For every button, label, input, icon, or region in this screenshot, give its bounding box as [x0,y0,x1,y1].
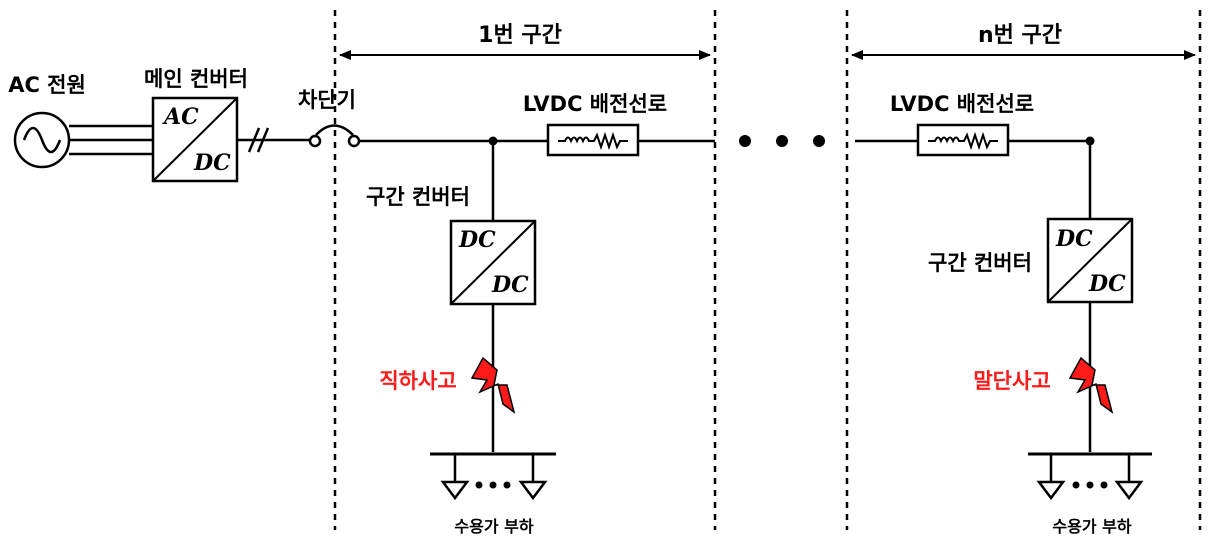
dc-slash-icon [247,127,270,153]
ground-icon [1036,454,1066,501]
section-converter-box: DC DC [1046,217,1134,304]
ac-source-icon [13,111,71,169]
ac-source-label: AC 전원 [8,73,86,97]
lightning-icon [470,356,516,414]
section-converter-box: DC DC [449,219,537,306]
impedance-icon [916,123,1010,157]
main-converter-box: AC DC [151,96,239,183]
fault-end-label: 말단사고 [973,369,1050,393]
converter-input-label: DC [1055,226,1093,252]
section-n-label: n번 구간 [978,23,1062,48]
ellipsis-dot [739,135,751,147]
converter-input-label: DC [458,227,496,253]
converter-output-label: DC [193,150,231,176]
load-label: 수용가 부하 [1052,517,1131,536]
ellipsis-dot [813,135,825,147]
ellipsis-dot [489,481,497,489]
line-label: LVDC 배전선로 [523,92,667,116]
ellipsis-dot [1086,481,1094,489]
impedance-icon [546,123,640,157]
fault-direct-label: 직하사고 [379,369,456,393]
ellipsis-dot [503,481,511,489]
load-label: 수용가 부하 [454,517,533,536]
section-converter-label: 구간 컨버터 [928,251,1032,275]
ellipsis-dot [776,135,788,147]
main-converter-label: 메인 컨버터 [144,67,248,91]
lightning-icon [1068,356,1114,414]
ground-icon [1114,454,1144,501]
ellipsis-dot [1072,481,1080,489]
ellipsis-dot [475,481,483,489]
ellipsis-dot [1100,481,1108,489]
breaker-icon [308,124,361,148]
converter-output-label: DC [491,272,529,298]
breaker-label: 차단기 [298,88,356,112]
section-converter-label: 구간 컨버터 [366,185,470,209]
converter-output-label: DC [1088,271,1126,297]
line-label: LVDC 배전선로 [890,92,1034,116]
section1-label: 1번 구간 [478,23,562,48]
converter-input-label: AC [162,104,199,130]
ground-icon [518,454,548,501]
ground-icon [440,454,470,501]
